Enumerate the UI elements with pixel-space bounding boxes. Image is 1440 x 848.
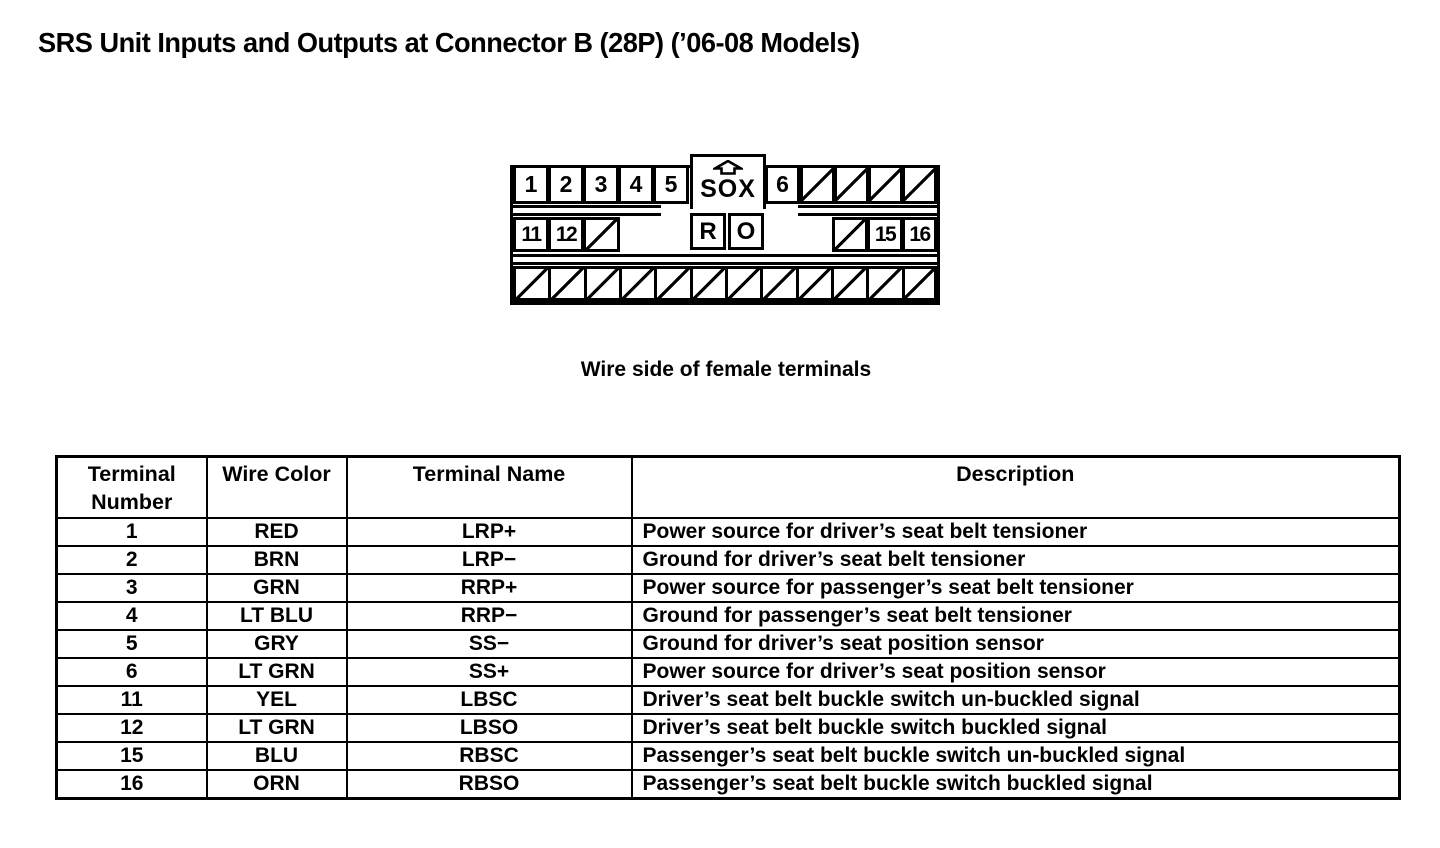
- blocked-cavity-top-4: [902, 165, 937, 204]
- housing-rib-full: [513, 254, 937, 265]
- cell-wire-color: LT BLU: [205, 600, 348, 631]
- cell-description: Power source for driver’s seat position …: [630, 656, 1401, 687]
- cell-terminal-number: 11: [55, 684, 208, 715]
- cell-description: Passenger’s seat belt buckle switch un-b…: [630, 740, 1401, 771]
- cell-wire-color: LT GRN: [205, 656, 348, 687]
- cell-terminal-name: SS−: [345, 628, 633, 659]
- housing-rib-right: [798, 205, 937, 216]
- cell-terminal-name: LBSC: [345, 684, 633, 715]
- blocked-cavity-mid-1: [583, 217, 620, 252]
- cell-terminal-name: RRP+: [345, 572, 633, 603]
- blocked-cavity-mid-2: [832, 217, 868, 252]
- cell-description: Driver’s seat belt buckle switch un-buck…: [630, 684, 1401, 715]
- pin-cell-4: 4: [618, 165, 654, 204]
- blocked-cavity-bottom-11: [866, 266, 905, 301]
- blocked-cavity-bottom-2: [548, 266, 587, 301]
- blocked-cavity-bottom-6: [690, 266, 728, 301]
- blocked-cavity-top-1: [800, 165, 835, 204]
- cell-terminal-number: 1: [55, 516, 208, 547]
- pin-cell-6: 6: [765, 165, 800, 204]
- cell-terminal-number: 4: [55, 600, 208, 631]
- cell-terminal-name: RBSC: [345, 740, 633, 771]
- connector-caption: Wire side of female terminals: [580, 358, 872, 381]
- cell-terminal-number: 2: [55, 544, 208, 575]
- blocked-cavity-bottom-8: [760, 266, 799, 301]
- blocked-cavity-bottom-1: [513, 266, 551, 301]
- cell-description: Ground for passenger’s seat belt tension…: [630, 600, 1401, 631]
- pin-cell-15: 15: [867, 217, 903, 252]
- cell-terminal-number: 12: [55, 712, 208, 743]
- blocked-cavity-bottom-3: [584, 266, 622, 301]
- pin-cell-3: 3: [583, 165, 619, 204]
- key-slot-O: O: [728, 213, 764, 250]
- cell-description: Passenger’s seat belt buckle switch buck…: [630, 768, 1401, 800]
- blocked-cavity-bottom-5: [654, 266, 693, 301]
- housing-rib-left: [513, 205, 661, 216]
- blocked-cavity-bottom-10: [831, 266, 869, 301]
- cell-terminal-number: 6: [55, 656, 208, 687]
- blocked-cavity-top-2: [834, 165, 869, 204]
- pin-cell-11: 11: [513, 217, 549, 252]
- cell-wire-color: BLU: [205, 740, 348, 771]
- tab-label: SOX: [700, 175, 756, 203]
- cell-terminal-name: LRP+: [345, 516, 633, 547]
- cell-description: Power source for driver’s seat belt tens…: [630, 516, 1401, 547]
- cell-wire-color: ORN: [205, 768, 348, 800]
- cell-wire-color: RED: [205, 516, 348, 547]
- cell-wire-color: GRN: [205, 572, 348, 603]
- blocked-cavity-bottom-7: [725, 266, 763, 301]
- blocked-cavity-bottom-4: [619, 266, 657, 301]
- cell-description: Ground for driver’s seat belt tensioner: [630, 544, 1401, 575]
- blocked-cavity-top-3: [868, 165, 903, 204]
- cell-terminal-name: LBSO: [345, 712, 633, 743]
- cell-terminal-number: 15: [55, 740, 208, 771]
- header-description: Description: [630, 455, 1401, 519]
- cell-terminal-name: RRP−: [345, 600, 633, 631]
- up-arrow-icon: [713, 160, 743, 175]
- cell-wire-color: YEL: [205, 684, 348, 715]
- cell-terminal-number: 5: [55, 628, 208, 659]
- cell-terminal-number: 3: [55, 572, 208, 603]
- header-terminal-number: Terminal Number: [55, 455, 208, 519]
- blocked-cavity-bottom-12: [902, 266, 937, 301]
- page-title: SRS Unit Inputs and Outputs at Connector…: [38, 27, 860, 58]
- pin-cell-5: 5: [653, 165, 689, 204]
- pin-cell-12: 12: [548, 217, 584, 252]
- cell-terminal-name: SS+: [345, 656, 633, 687]
- cell-wire-color: GRY: [205, 628, 348, 659]
- cell-terminal-name: RBSO: [345, 768, 633, 800]
- cell-description: Ground for driver’s seat position sensor: [630, 628, 1401, 659]
- cell-terminal-name: LRP−: [345, 544, 633, 575]
- pin-cell-1: 1: [513, 165, 549, 204]
- cell-description: Driver’s seat belt buckle switch buckled…: [630, 712, 1401, 743]
- cell-wire-color: BRN: [205, 544, 348, 575]
- blocked-cavity-bottom-9: [796, 266, 834, 301]
- connector-keying-tab: SOX: [690, 154, 766, 209]
- key-slot-R: R: [690, 213, 726, 250]
- pin-cell-16: 16: [902, 217, 937, 252]
- header-terminal-name: Terminal Name: [345, 455, 633, 519]
- cell-description: Power source for passenger’s seat belt t…: [630, 572, 1401, 603]
- cell-wire-color: LT GRN: [205, 712, 348, 743]
- header-wire-color: Wire Color: [205, 455, 348, 519]
- cell-terminal-number: 16: [55, 768, 208, 800]
- pin-cell-2: 2: [548, 165, 584, 204]
